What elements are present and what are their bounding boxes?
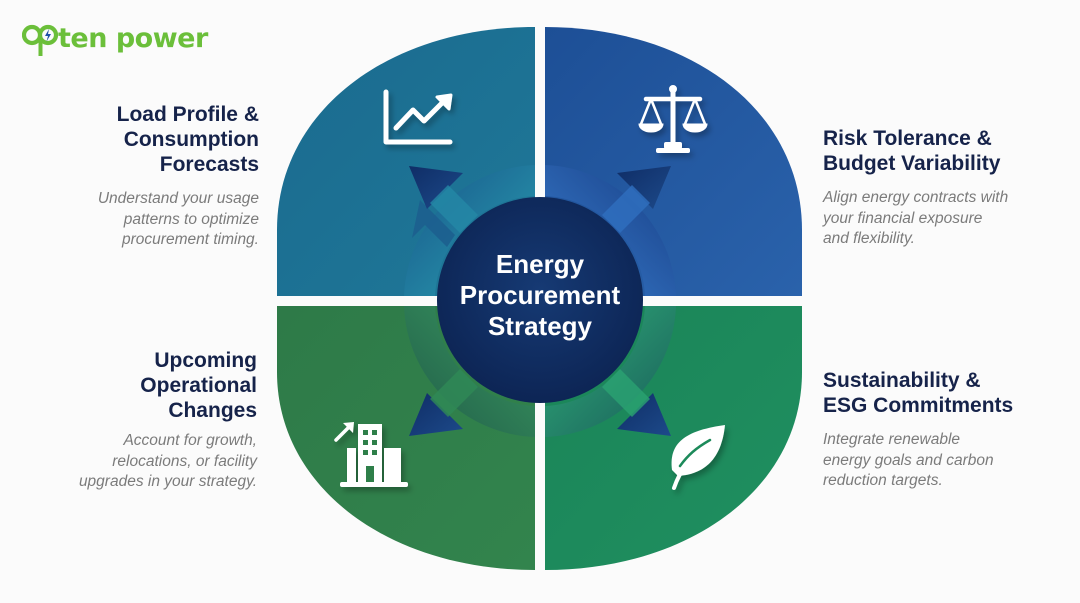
- center-circle: [437, 197, 643, 403]
- magnifier-bolt-icon: [22, 18, 58, 58]
- title-line: Forecasts: [159, 153, 259, 176]
- title-line: Operational: [140, 374, 257, 397]
- desc-line: and flexibility.: [823, 230, 915, 247]
- center-title: Energy Procurement Strategy: [440, 203, 640, 388]
- brand-logo: ten power: [22, 18, 208, 58]
- desc-line: Integrate renewable: [823, 431, 961, 448]
- factor-description: Understand your usage patterns to optimi…: [9, 189, 259, 251]
- title-line: Upcoming: [154, 349, 257, 372]
- title-line: Sustainability &: [823, 369, 981, 392]
- desc-line: relocations, or facility: [112, 452, 257, 470]
- arrow-top-left-icon: [409, 166, 478, 247]
- title-line: Consumption: [123, 128, 259, 151]
- arrow-bottom-right-icon: [602, 369, 671, 436]
- building-growth-icon: [334, 422, 408, 487]
- factor-description: Integrate renewable energy goals and car…: [823, 430, 1063, 492]
- leaf-icon: [671, 425, 725, 490]
- factor-description: Account for growth, relocations, or faci…: [7, 431, 257, 493]
- desc-line: energy goals and carbon: [823, 451, 994, 469]
- center-title-line: Procurement: [459, 280, 621, 310]
- center-title-line: Energy: [495, 249, 585, 279]
- desc-line: Account for growth,: [123, 432, 257, 449]
- flow-ring: [404, 165, 676, 437]
- balance-scale-icon: [638, 85, 708, 153]
- factor-sustainability: Sustainability & ESG Commitments Integra…: [823, 368, 1063, 492]
- desc-line: your financial exposure: [823, 209, 983, 227]
- desc-line: upgrades in your strategy.: [78, 473, 257, 490]
- factor-load-profile: Load Profile & Consumption Forecasts Und…: [9, 102, 259, 251]
- trending-chart-icon: [383, 89, 453, 145]
- factor-operational-changes: Upcoming Operational Changes Account for…: [7, 348, 257, 493]
- factor-title: Load Profile & Consumption Forecasts: [9, 102, 259, 177]
- logo-text: ten power: [58, 22, 208, 54]
- arrow-bottom-left-icon: [409, 369, 478, 436]
- arrow-top-right-icon: [602, 166, 671, 233]
- desc-line: Understand your usage: [97, 190, 259, 207]
- desc-line: Align energy contracts with: [823, 189, 1009, 206]
- factor-title: Upcoming Operational Changes: [7, 348, 257, 423]
- center-title-line: Strategy: [487, 311, 593, 341]
- factor-title: Sustainability & ESG Commitments: [823, 368, 1063, 418]
- title-line: Risk Tolerance &: [823, 127, 992, 150]
- factor-title: Risk Tolerance & Budget Variability: [823, 126, 1063, 176]
- desc-line: patterns to optimize: [123, 210, 259, 228]
- factor-risk-tolerance: Risk Tolerance & Budget Variability Alig…: [823, 126, 1063, 250]
- desc-line: procurement timing.: [122, 231, 259, 248]
- title-line: Changes: [168, 399, 257, 422]
- title-line: Budget Variability: [823, 152, 1001, 175]
- title-line: Load Profile &: [116, 103, 259, 126]
- title-line: ESG Commitments: [823, 394, 1014, 417]
- desc-line: reduction targets.: [823, 472, 943, 489]
- factor-description: Align energy contracts with your financi…: [823, 188, 1063, 250]
